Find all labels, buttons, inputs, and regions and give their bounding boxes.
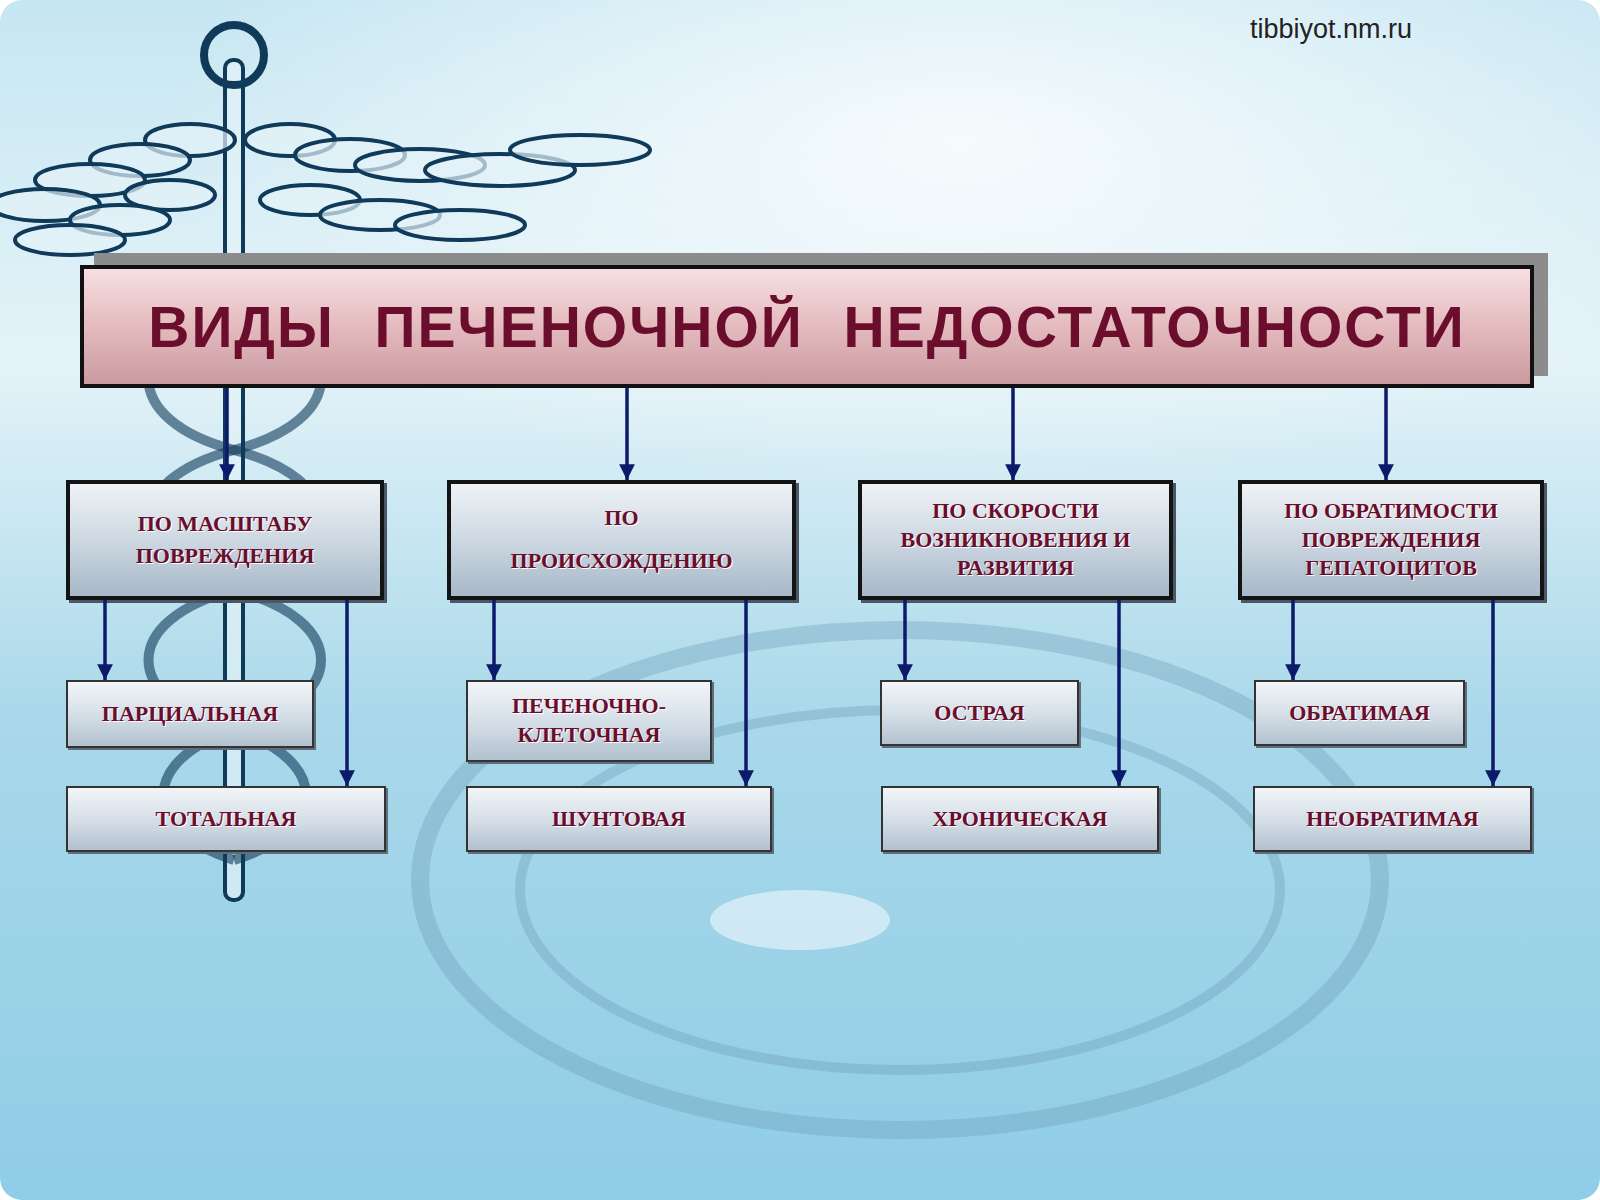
connector-arrow xyxy=(345,600,349,786)
left-wing xyxy=(0,124,235,255)
type-box: ПАРЦИАЛЬНАЯ xyxy=(66,680,314,748)
type-box: ШУНТОВАЯ xyxy=(466,786,772,852)
category-box: ПО МАСШТАБУ ПОВРЕЖДЕНИЯ xyxy=(66,480,384,600)
category-box: ПО СКОРОСТИ ВОЗНИКНОВЕНИЯ И РАЗВИТИЯ xyxy=(858,480,1173,600)
node-label: ПО СКОРОСТИ ВОЗНИКНОВЕНИЯ И РАЗВИТИЯ xyxy=(872,497,1159,583)
connector-arrow xyxy=(1384,388,1388,480)
type-box: ОБРАТИМАЯ xyxy=(1254,680,1465,746)
connector-arrow xyxy=(1291,600,1295,680)
connector-arrow xyxy=(1117,600,1121,786)
title-text: ВИДЫ ПЕЧЕНОЧНОЙ НЕДОСТАТОЧНОСТИ xyxy=(148,294,1466,360)
node-label: ОБРАТИМАЯ xyxy=(1289,699,1430,728)
connector-arrow xyxy=(225,388,229,480)
node-label: ПО МАСШТАБУ ПОВРЕЖДЕНИЯ xyxy=(80,508,370,572)
node-label: ХРОНИЧЕСКАЯ xyxy=(933,805,1108,834)
node-label: ПО ПРОИСХОЖДЕНИЮ xyxy=(502,497,742,583)
node-label: ОСТРАЯ xyxy=(934,699,1024,728)
node-label: ПАРЦИАЛЬНАЯ xyxy=(102,700,278,729)
watermark: tibbiyot.nm.ru xyxy=(1250,14,1412,45)
type-box: ХРОНИЧЕСКАЯ xyxy=(881,786,1159,852)
type-box: ПЕЧЕНОЧНО- КЛЕТОЧНАЯ xyxy=(466,680,712,762)
title-box: ВИДЫ ПЕЧЕНОЧНОЙ НЕДОСТАТОЧНОСТИ xyxy=(80,265,1534,388)
node-label: ШУНТОВАЯ xyxy=(552,805,686,834)
connector-arrow xyxy=(492,600,496,680)
category-box: ПО ПРОИСХОЖДЕНИЮ xyxy=(447,480,796,600)
type-box: ОСТРАЯ xyxy=(880,680,1079,746)
caduceus-symbol xyxy=(0,25,650,900)
node-label: ПЕЧЕНОЧНО- КЛЕТОЧНАЯ xyxy=(476,692,702,749)
type-box: ТОТАЛЬНАЯ xyxy=(66,786,386,852)
connector-arrow xyxy=(744,600,748,786)
connector-arrow xyxy=(1011,388,1015,480)
connector-arrow xyxy=(1491,600,1495,786)
type-box: НЕОБРАТИМАЯ xyxy=(1253,786,1532,852)
category-box: ПО ОБРАТИМОСТИ ПОВРЕЖДЕНИЯ ГЕПАТОЦИТОВ xyxy=(1238,480,1544,600)
right-wing xyxy=(245,124,650,240)
connector-arrow xyxy=(903,600,907,680)
connector-arrow xyxy=(103,600,107,680)
connector-arrow xyxy=(625,388,629,480)
dish-shapes xyxy=(420,630,1380,1130)
node-label: ПО ОБРАТИМОСТИ ПОВРЕЖДЕНИЯ ГЕПАТОЦИТОВ xyxy=(1252,497,1530,583)
node-label: НЕОБРАТИМАЯ xyxy=(1306,805,1478,834)
node-label: ТОТАЛЬНАЯ xyxy=(156,805,297,834)
